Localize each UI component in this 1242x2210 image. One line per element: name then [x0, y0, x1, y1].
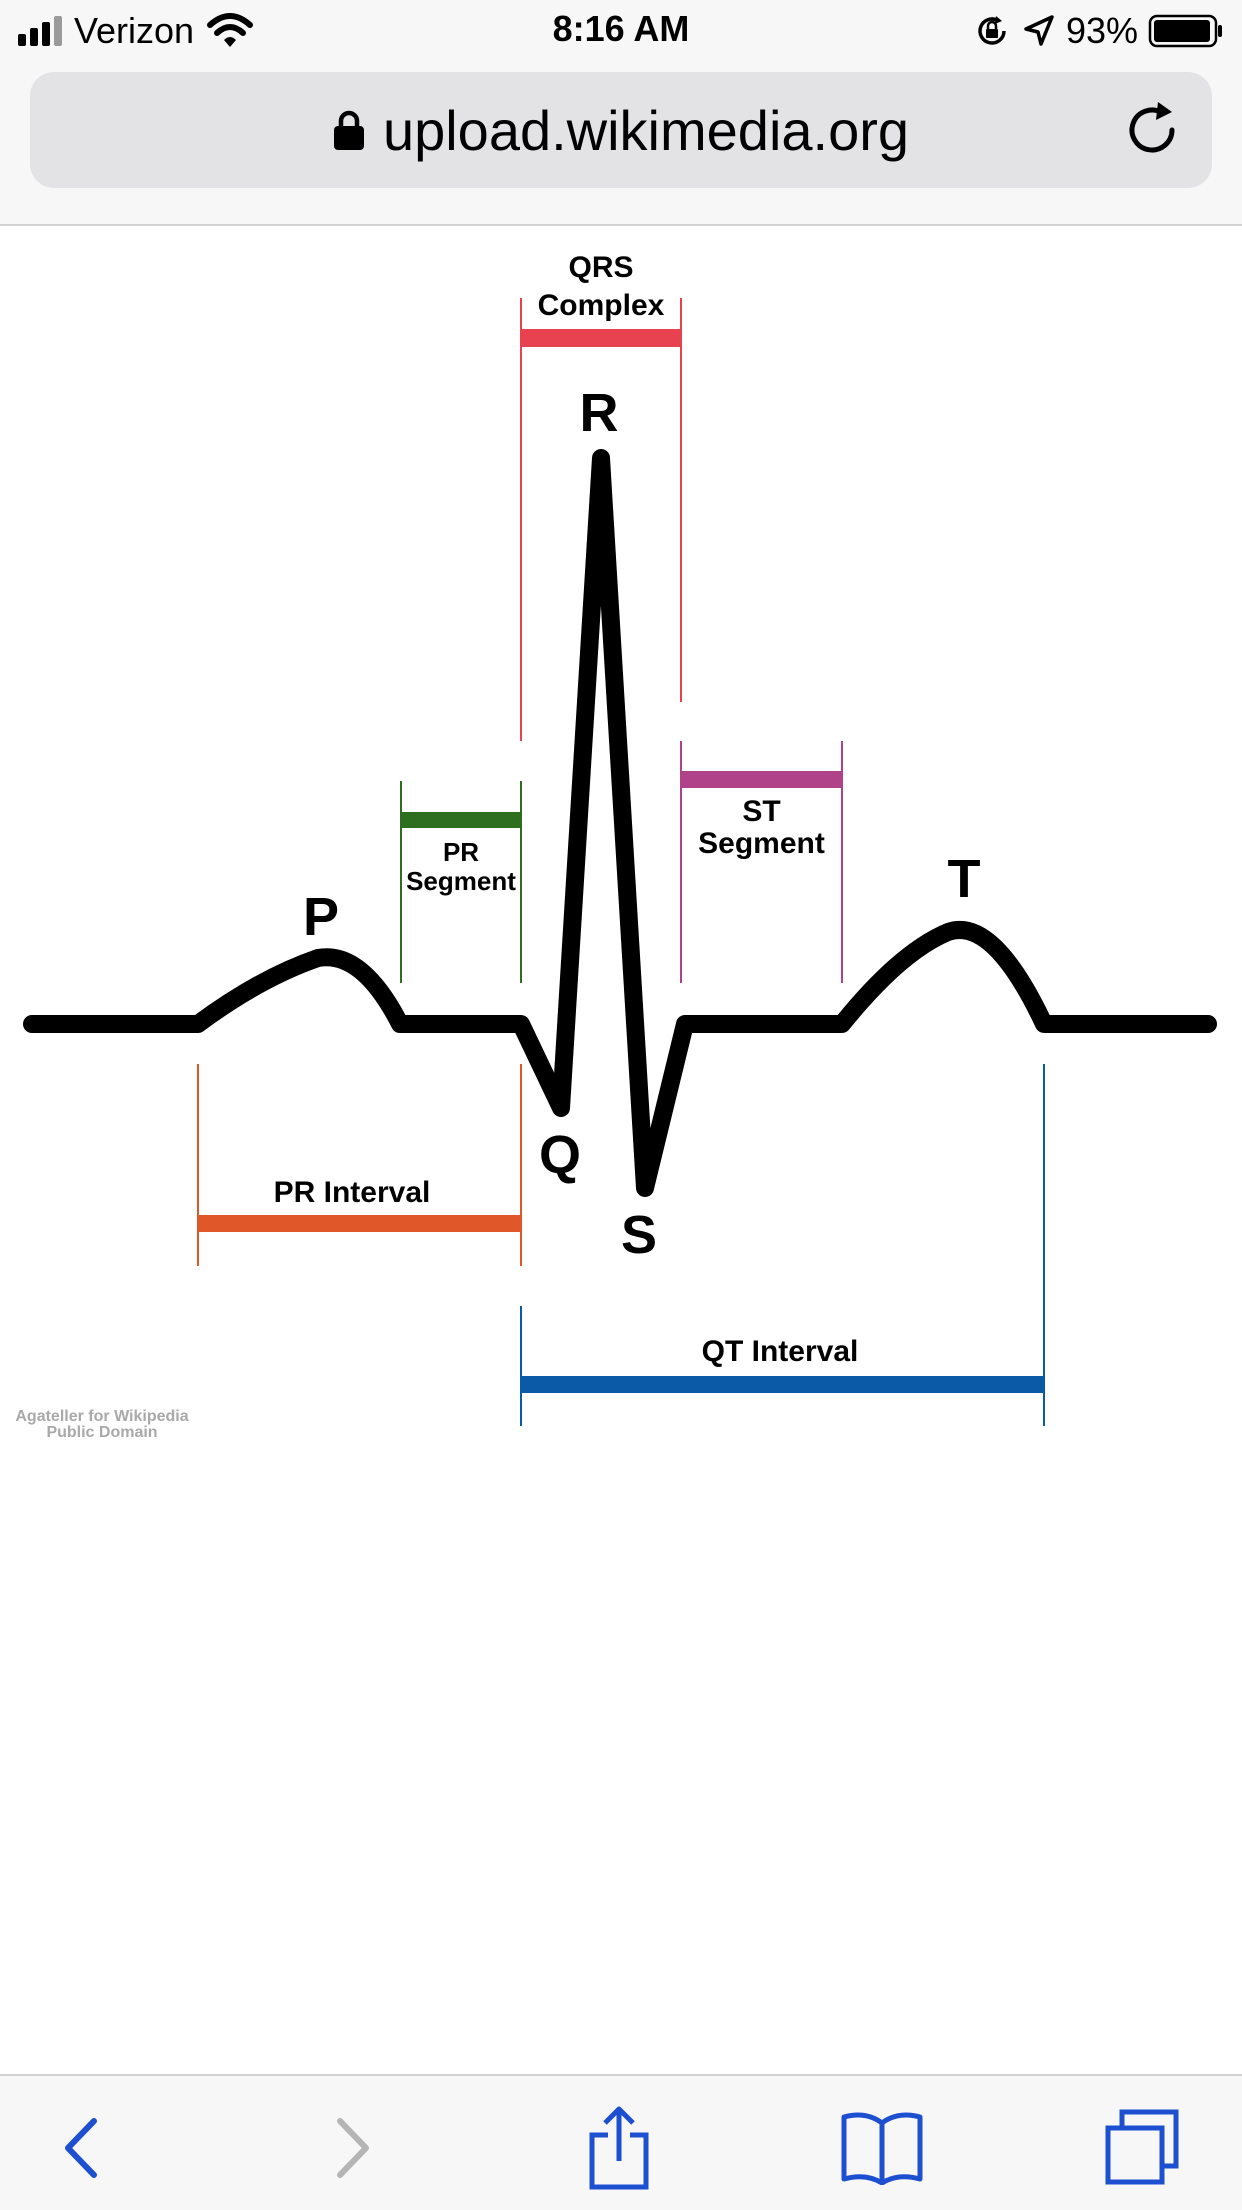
- address-content: upload.wikimedia.org: [30, 72, 1212, 188]
- share-button[interactable]: [569, 2098, 669, 2198]
- qt-interval-label: QT Interval: [701, 1335, 859, 1368]
- st-segment-bracket: [680, 741, 843, 983]
- wifi-icon: [207, 13, 254, 47]
- tabs-icon: [1105, 2109, 1179, 2185]
- pr-interval-bar: [198, 1215, 521, 1232]
- st-segment-label: ST Segment: [681, 796, 842, 860]
- r-wave-label: R: [579, 383, 619, 443]
- pr-segment-bar: [401, 812, 521, 828]
- st-segment-label-line-2: Segment: [698, 827, 825, 860]
- browser-toolbar: [0, 2074, 1242, 2210]
- pr-segment-label-line-1: PR: [442, 837, 480, 867]
- browser-chrome: upload.wikimedia.org: [0, 64, 1242, 226]
- status-time: 8:16 AM: [552, 8, 690, 49]
- st-segment-label-line-1: ST: [742, 795, 781, 828]
- page-content: P Q R S T QRS Complex PR Segment ST Segm…: [0, 226, 1242, 2074]
- url-text[interactable]: upload.wikimedia.org: [382, 98, 910, 162]
- ecg-diagram: [23, 298, 1217, 1426]
- battery-icon: [1148, 14, 1222, 48]
- tabs-button[interactable]: [1092, 2098, 1192, 2198]
- qrs-label-line-2: Complex: [537, 289, 665, 322]
- s-wave-label: S: [620, 1205, 658, 1265]
- signal-bars-icon: [18, 16, 62, 46]
- status-right: 93%: [974, 8, 1224, 54]
- battery-percent: 93%: [1065, 10, 1138, 51]
- address-bar[interactable]: upload.wikimedia.org: [30, 72, 1212, 188]
- location-arrow-icon: [1024, 15, 1054, 46]
- lock-icon: [333, 110, 364, 150]
- image-credit: Agateller for Wikipedia Public Domain: [8, 1409, 196, 1441]
- bookmarks-icon: [841, 2112, 923, 2185]
- qt-interval-bar: [521, 1376, 1044, 1393]
- orientation-lock-icon: [978, 16, 1006, 45]
- pr-segment-bracket: [400, 781, 522, 983]
- reload-button[interactable]: [1124, 100, 1184, 160]
- qt-interval-bracket: [520, 1064, 1045, 1426]
- pr-interval-label: PR Interval: [273, 1176, 431, 1209]
- status-bar: Verizon 8:16 AM 93%: [0, 0, 1242, 64]
- pr-segment-label-line-2: Segment: [406, 866, 516, 896]
- st-segment-bar: [681, 771, 842, 788]
- reload-icon: [1129, 102, 1175, 153]
- pr-interval-bracket: [197, 1064, 522, 1266]
- qrs-complex-label: QRS Complex: [521, 252, 681, 322]
- share-icon: [589, 2106, 649, 2190]
- back-button[interactable]: [30, 2098, 130, 2198]
- p-wave-label: P: [302, 887, 340, 947]
- carrier-name: Verizon: [74, 10, 195, 51]
- credit-line-2: Public Domain: [46, 1424, 158, 1441]
- ecg-trace: [23, 449, 1217, 1197]
- forward-icon: [337, 2118, 369, 2178]
- q-wave-label: Q: [538, 1125, 581, 1185]
- status-left: Verizon: [18, 8, 254, 54]
- forward-button[interactable]: [304, 2098, 404, 2198]
- qrs-bar: [521, 329, 681, 347]
- pr-segment-label: PR Segment: [396, 838, 526, 896]
- bookmarks-button[interactable]: [832, 2098, 932, 2198]
- credit-line-1: Agateller for Wikipedia: [15, 1408, 189, 1425]
- qrs-label-line-1: QRS: [568, 251, 634, 284]
- back-icon: [65, 2118, 97, 2178]
- qrs-complex-bracket: [520, 298, 682, 741]
- t-wave-label: T: [947, 849, 981, 909]
